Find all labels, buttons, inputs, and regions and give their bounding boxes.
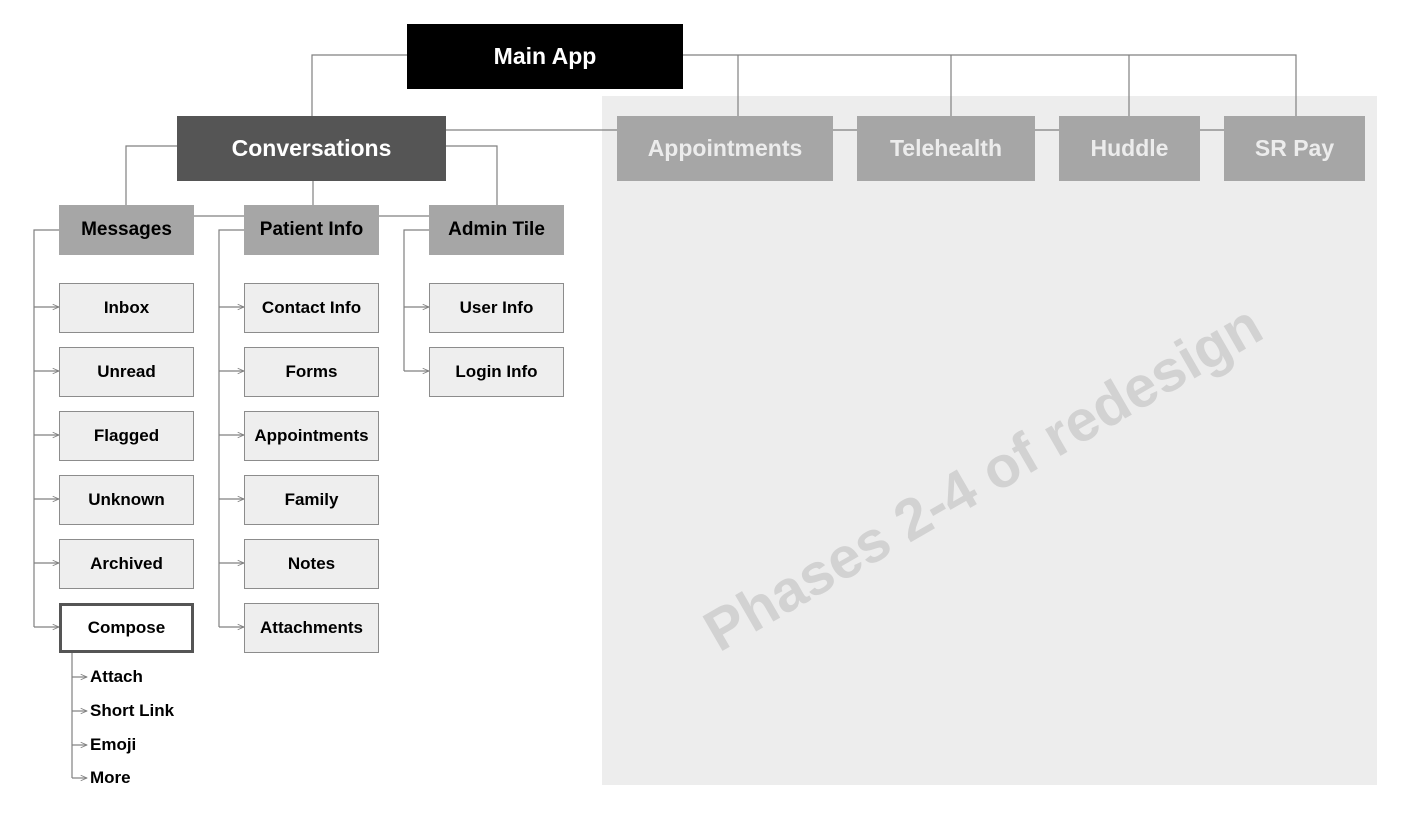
archived-node: Archived — [59, 539, 194, 589]
telehealth-module-node: Telehealth — [857, 116, 1035, 181]
main-app-node: Main App — [407, 24, 683, 89]
short-link-subitem: Short Link — [90, 701, 175, 720]
forms-node: Forms — [244, 347, 379, 397]
sr-pay-module-node: SR Pay — [1224, 116, 1365, 181]
family-node: Family — [244, 475, 379, 525]
appointments-module-node: Appointments — [617, 116, 833, 181]
huddle-module-node: Huddle — [1059, 116, 1200, 181]
login-info-node: Login Info — [429, 347, 564, 397]
more-subitem: More — [90, 768, 131, 787]
user-info-node: User Info — [429, 283, 564, 333]
contact-info-node: Contact Info — [244, 283, 379, 333]
compose-node: Compose — [59, 603, 194, 653]
appointments-node: Appointments — [244, 411, 379, 461]
emoji-subitem: Emoji — [90, 735, 137, 754]
admin-tile-section-node: Admin Tile — [429, 205, 564, 255]
conversations-node: Conversations — [177, 116, 446, 181]
inbox-node: Inbox — [59, 283, 194, 333]
notes-node: Notes — [244, 539, 379, 589]
attach-subitem: Attach — [90, 667, 143, 686]
messages-section-node: Messages — [59, 205, 194, 255]
unknown-node: Unknown — [59, 475, 194, 525]
flagged-node: Flagged — [59, 411, 194, 461]
future-phases-panel — [602, 96, 1377, 785]
attachments-node: Attachments — [244, 603, 379, 653]
patient-info-section-node: Patient Info — [244, 205, 379, 255]
unread-node: Unread — [59, 347, 194, 397]
